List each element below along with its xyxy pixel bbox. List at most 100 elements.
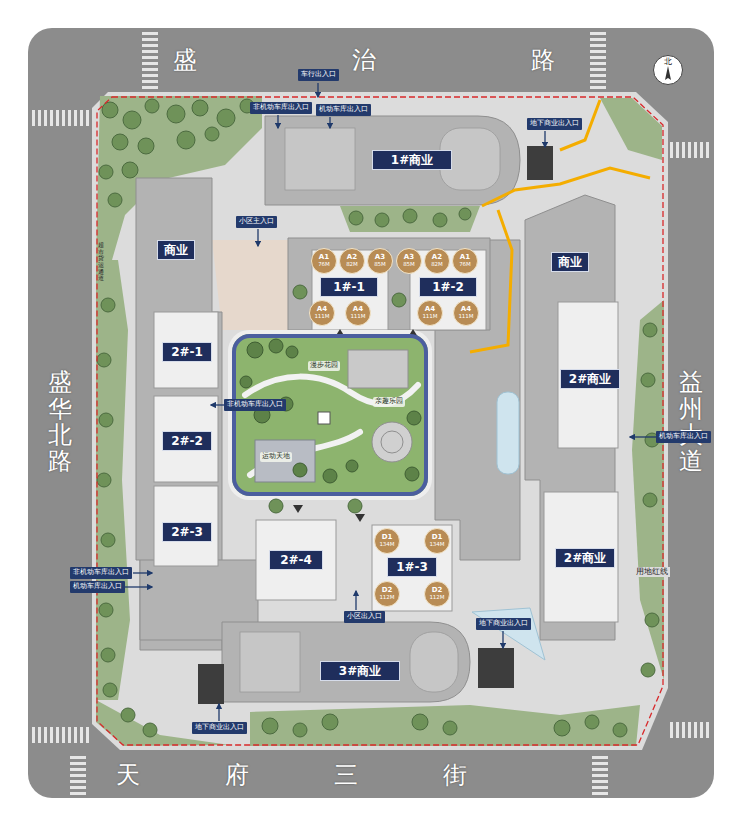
roof-detail	[410, 632, 458, 692]
tree	[99, 165, 113, 179]
tree	[101, 533, 115, 547]
unit-type: D1	[432, 534, 443, 541]
roof-detail	[285, 128, 355, 190]
landscape-green	[96, 96, 664, 746]
north-needle	[665, 66, 671, 80]
callout-arrow	[133, 572, 152, 573]
entrance-callout: 机动车库出入口	[70, 581, 125, 592]
callout-text: 车行出入口	[301, 70, 336, 79]
compass-label: 北	[654, 58, 682, 66]
tree	[145, 99, 159, 113]
road-band: 益州大道	[668, 92, 714, 752]
unit-badge: A282M	[424, 248, 450, 274]
garden-tree	[240, 339, 421, 483]
callout-text: 非机动车库出入口	[253, 103, 309, 112]
tree	[348, 499, 362, 513]
callout-arrow	[122, 83, 659, 721]
tree	[645, 613, 659, 627]
building-name: 2#-4	[280, 551, 312, 569]
building-name: 1#-1	[333, 278, 365, 296]
garden-tree	[346, 460, 358, 472]
landscape-green	[340, 206, 480, 232]
callout-text: 非机动车库出入口	[227, 400, 283, 409]
garden-tree	[407, 411, 421, 425]
entrance-callout: 小区主入口	[236, 216, 277, 227]
callout-text: 小区主入口	[239, 217, 274, 226]
crosswalk	[32, 110, 90, 126]
tree	[412, 714, 428, 730]
residential-tower	[256, 520, 336, 600]
building-name: 2#商业	[569, 370, 611, 388]
garden-tree	[269, 339, 283, 353]
walkway	[482, 168, 650, 206]
tree	[121, 708, 135, 722]
north-compass: 北	[653, 55, 683, 85]
garden-tree	[405, 467, 419, 481]
callout-text: 地下商业出入口	[530, 119, 579, 128]
building-tag: 商业	[157, 240, 195, 260]
building-tag: 1#商业	[372, 150, 452, 170]
entrance-callout: 机动车库出入口	[316, 104, 371, 115]
tree	[101, 648, 115, 662]
callout-arrow	[218, 704, 219, 721]
garden-tree	[247, 342, 263, 358]
entrance-callout: 非机动车库出入口	[224, 399, 286, 410]
road-band: 天府三街	[28, 752, 714, 798]
tree	[585, 715, 599, 729]
unit-type: D2	[432, 587, 443, 594]
entrance-callout: 地下商业出入口	[192, 722, 247, 733]
unit-area: 76M	[459, 262, 471, 268]
crosswalk	[592, 756, 608, 796]
entrance-callout: 机动车库出入口	[656, 431, 711, 442]
unit-area: 111M	[458, 314, 473, 320]
callout-text: 机动车库出入口	[659, 432, 708, 441]
building-tag: 1#-1	[320, 277, 378, 297]
road-name: 盛治路	[173, 46, 710, 75]
tree	[97, 99, 659, 737]
tree	[112, 134, 128, 150]
building-name: 2#-3	[171, 523, 203, 541]
unit-type: A3	[375, 254, 385, 261]
callout-text: 小区出入口	[347, 612, 382, 621]
unit-badge: A4111M	[453, 300, 479, 326]
crosswalk	[70, 756, 86, 796]
building-tag: 2#商业	[560, 369, 620, 389]
callout-arrow	[277, 115, 278, 128]
callout-arrow	[355, 591, 356, 610]
building-tag: 2#-1	[162, 342, 212, 362]
tree	[122, 162, 138, 178]
underground-ramp	[198, 664, 224, 704]
road-name: 天府三街	[116, 761, 552, 790]
callout-arrow	[257, 229, 258, 246]
site-paving	[92, 92, 668, 750]
tree	[103, 683, 117, 697]
crosswalk	[32, 32, 712, 796]
residential-tower	[154, 396, 218, 482]
callout-text: 地下商业出入口	[479, 619, 528, 628]
road-name: 盛华北路	[48, 369, 72, 475]
unit-area: 111M	[422, 314, 437, 320]
unit-badge: D2112M	[374, 581, 400, 607]
building-tag: 2#-3	[162, 522, 212, 542]
unit-badge: D2112M	[424, 581, 450, 607]
landscape-green	[96, 260, 130, 700]
residential-tower	[154, 250, 618, 622]
water-feature	[497, 392, 519, 474]
unit-type: D1	[382, 534, 393, 541]
road-band: 盛华北路	[28, 92, 92, 752]
tree	[108, 193, 122, 207]
unit-badge: D1134M	[374, 528, 400, 554]
garden-tree	[240, 376, 252, 388]
callout-arrow	[211, 404, 224, 405]
tree	[643, 323, 657, 337]
garden-rim	[228, 330, 432, 500]
building-tag: 2#-2	[162, 431, 212, 451]
tree	[443, 721, 457, 735]
landscape-green	[250, 705, 640, 746]
building-name: 2#商业	[564, 549, 606, 567]
landscape-green	[632, 300, 664, 680]
crosswalk	[32, 727, 90, 743]
callout-arrow	[122, 586, 152, 587]
callout-arrow	[317, 83, 318, 97]
